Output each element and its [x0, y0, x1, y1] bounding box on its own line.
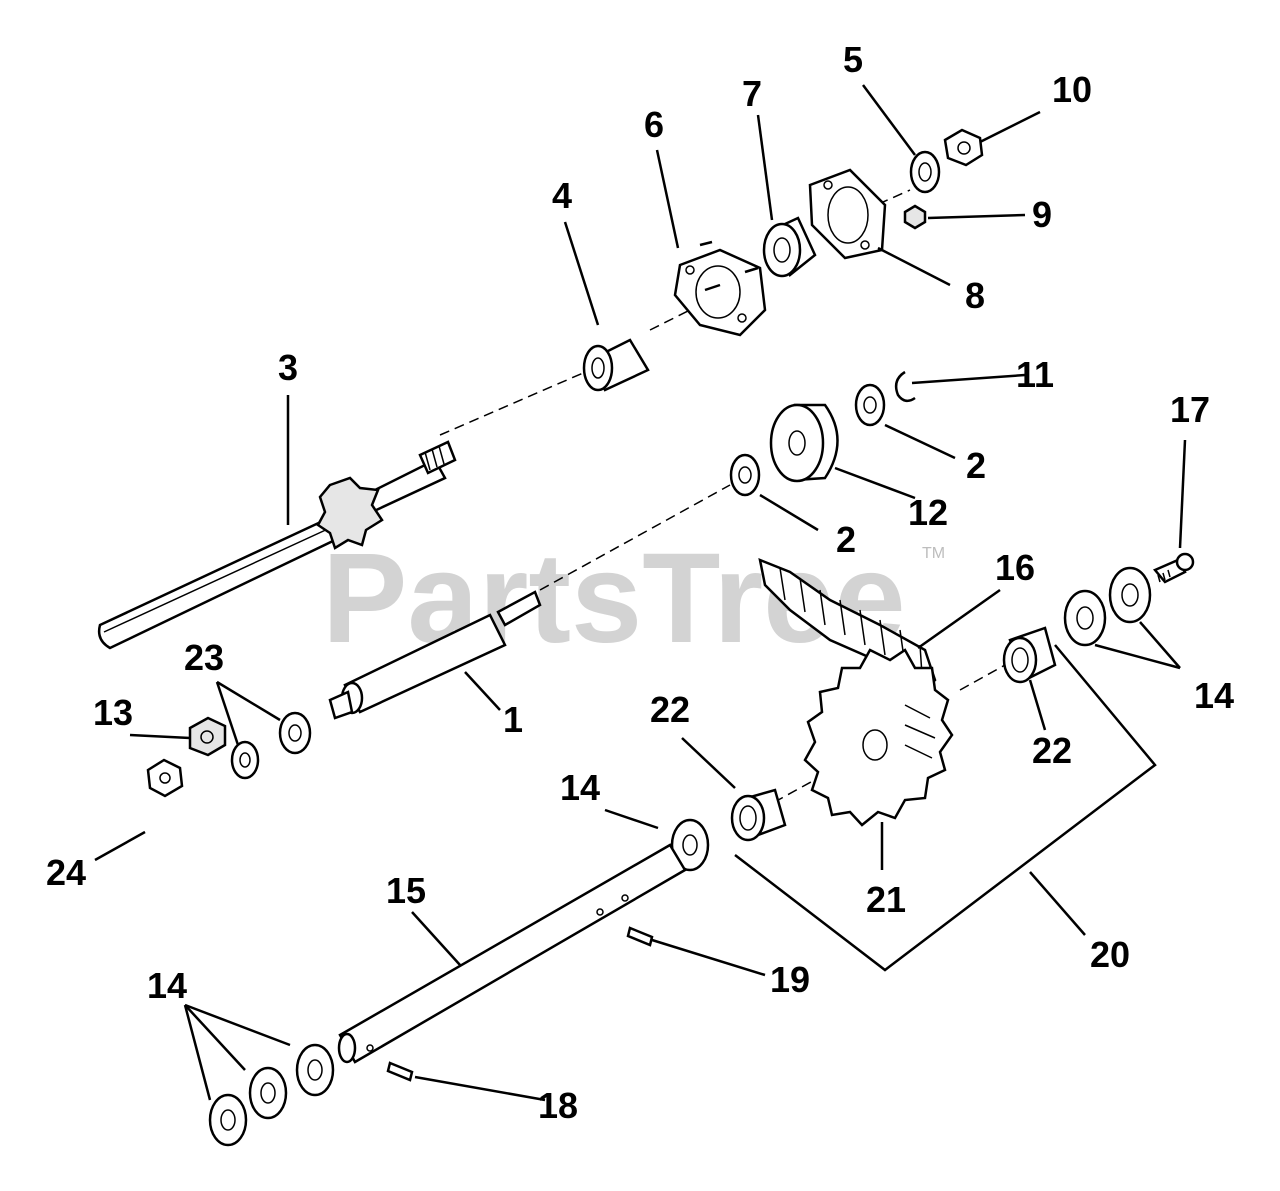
callout-14-left: 14 [147, 965, 187, 1006]
callout-10: 10 [1052, 69, 1092, 110]
callout-23: 23 [184, 637, 224, 678]
part-15-axle [337, 843, 687, 1064]
part-21-sprocket [803, 648, 954, 827]
callout-1: 1 [503, 699, 523, 740]
callout-19: 19 [770, 959, 810, 1000]
part-8-plate [808, 168, 887, 260]
callout-9: 9 [1032, 194, 1052, 235]
part-11-clip [894, 370, 916, 403]
part-5-washer [909, 150, 941, 194]
callout-16: 16 [995, 547, 1035, 588]
part-18-pin [386, 1061, 414, 1082]
part-22-bushings [730, 626, 1057, 842]
callout-4: 4 [552, 175, 572, 216]
watermark-trademark: TM [922, 545, 945, 562]
part-24-nut [146, 758, 184, 798]
callout-21: 21 [866, 879, 906, 920]
part-17-fitting [1152, 552, 1195, 584]
part-19-pin [626, 926, 654, 947]
part-7-bearing [762, 216, 817, 278]
part-1-shaft [328, 590, 542, 720]
callout-2-upper: 2 [966, 445, 986, 486]
callout-20: 20 [1090, 934, 1130, 975]
part-23-washers [230, 711, 312, 780]
callout-3: 3 [278, 347, 298, 388]
part-4-spacer [582, 338, 650, 392]
part-6-flange [673, 240, 767, 337]
callout-2-lower: 2 [836, 519, 856, 560]
callout-5: 5 [843, 39, 863, 80]
callout-24: 24 [46, 852, 86, 893]
part-10-nut [943, 128, 984, 167]
part-14-washers [208, 566, 1152, 1147]
part-12-roller [769, 403, 839, 483]
callout-22-right: 22 [1032, 730, 1072, 771]
part-13-nut [188, 716, 227, 757]
callout-14-right: 14 [1194, 675, 1234, 716]
callout-8: 8 [965, 275, 985, 316]
callout-17: 17 [1170, 389, 1210, 430]
part-9-nut [903, 204, 927, 230]
part-3-hex-shaft [97, 440, 457, 650]
callout-18: 18 [538, 1085, 578, 1126]
callout-11: 11 [1016, 354, 1054, 395]
callout-22-left: 22 [650, 689, 690, 730]
callout-13: 13 [93, 692, 133, 733]
callout-labels: 3 4 6 7 5 10 9 8 11 2 12 2 17 16 14 1 23… [46, 39, 1234, 1126]
callout-14-middle: 14 [560, 767, 600, 808]
callout-7: 7 [742, 73, 762, 114]
part-2-washers [729, 383, 886, 497]
callout-15: 15 [386, 870, 426, 911]
callout-12: 12 [908, 492, 948, 533]
callout-6: 6 [644, 104, 664, 145]
leader-lines [94, 84, 1187, 1102]
